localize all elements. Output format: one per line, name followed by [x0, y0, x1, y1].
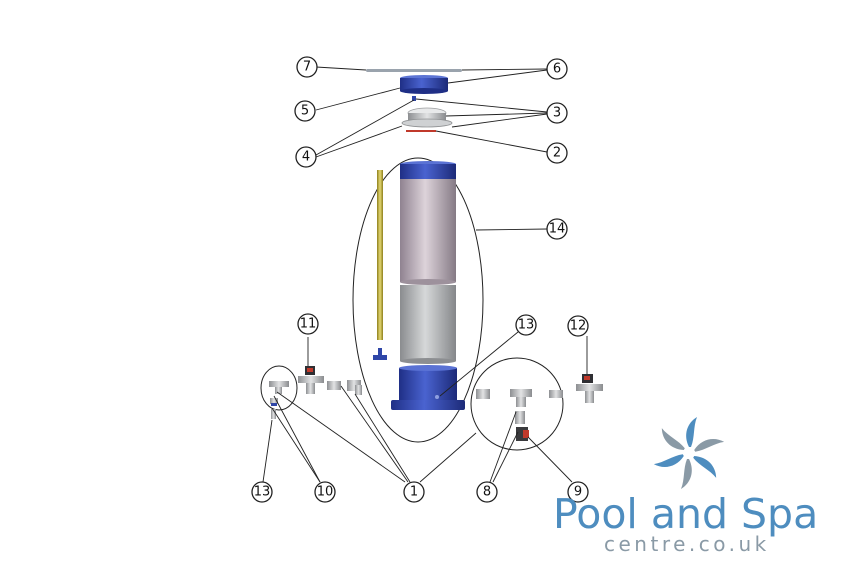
callout-11: 11: [297, 313, 319, 335]
small-screw-part-4: [412, 96, 416, 101]
elbow-fittings-part-1: [327, 380, 362, 395]
brand-domain: centre.co.uk: [604, 532, 770, 556]
svg-text:14: 14: [549, 222, 566, 237]
callout-2: 2: [546, 142, 568, 164]
callout-10: 10: [314, 481, 336, 503]
svg-text:3: 3: [553, 106, 561, 121]
leader-lines: [262, 66, 588, 483]
chlorinator-body-group-14: [352, 157, 484, 443]
valve-part-11: [298, 366, 324, 394]
callout-12: 12: [567, 315, 589, 337]
callout-6: 6: [546, 58, 568, 80]
seal-ring-part-2: [406, 130, 436, 132]
callout-9: 9: [567, 481, 589, 503]
callout-3: 3: [546, 102, 568, 124]
svg-text:6: 6: [553, 62, 561, 77]
callout-4: 4: [295, 146, 317, 168]
left-tee-fitting-group-10: [260, 365, 298, 411]
svg-text:4: 4: [302, 150, 310, 165]
callout-13-bottom: 13: [251, 481, 273, 503]
svg-text:7: 7: [303, 60, 311, 75]
o-ring-gasket-part-7: [366, 69, 462, 72]
lid-cap-part-5: [400, 75, 448, 94]
svg-text:11: 11: [300, 317, 317, 332]
brand-name: Pool and Spa: [553, 490, 819, 538]
svg-text:8: 8: [483, 485, 491, 500]
small-connector-part-13: [271, 409, 276, 419]
valve-part-12: [576, 374, 603, 403]
svg-text:5: 5: [301, 104, 309, 119]
callout-7: 7: [296, 56, 318, 78]
svg-text:10: 10: [317, 485, 334, 500]
svg-text:9: 9: [574, 485, 582, 500]
svg-text:13: 13: [518, 318, 535, 333]
callout-8: 8: [476, 481, 498, 503]
callout-5: 5: [294, 100, 316, 122]
svg-text:2: 2: [553, 146, 561, 161]
right-fittings-group: [470, 357, 564, 451]
svg-text:13: 13: [254, 485, 271, 500]
svg-text:1: 1: [410, 485, 418, 500]
svg-text:12: 12: [570, 319, 587, 334]
pool-and-spa-logo-icon: [653, 417, 725, 489]
callout-1: 1: [403, 481, 425, 503]
callout-13-top: 13: [515, 314, 537, 336]
callout-14: 14: [546, 218, 568, 240]
top-adapter-part-3: [401, 107, 453, 128]
